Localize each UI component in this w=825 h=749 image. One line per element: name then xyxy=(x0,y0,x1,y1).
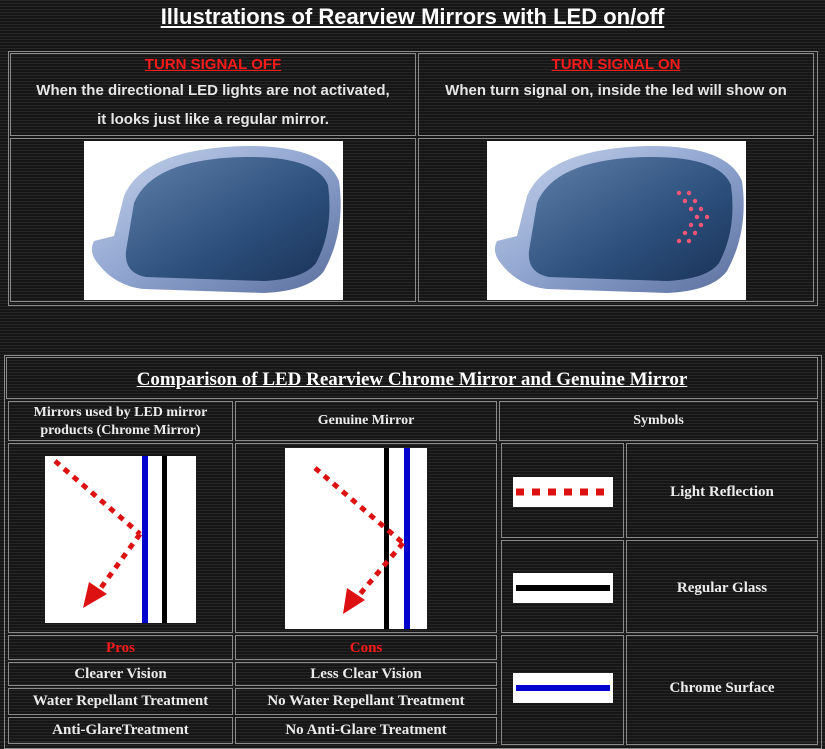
pros-header: Pros xyxy=(106,640,135,656)
symbol-light-label-cell: Light Reflection xyxy=(626,443,818,538)
pros-item: Clearer Vision xyxy=(74,666,167,682)
cons-row-2: No Water Repellant Treatment xyxy=(235,688,497,715)
led-arrow-icon xyxy=(676,190,710,244)
mirror-on-image xyxy=(487,141,746,300)
chrome-mirror-diagram xyxy=(45,456,196,623)
col-symbols-header: Symbols xyxy=(499,401,818,441)
symbol-glass-label-cell: Regular Glass xyxy=(626,540,818,633)
pros-header-cell: Pros xyxy=(8,635,233,660)
cons-header-cell: Cons xyxy=(235,635,497,660)
pros-row-1: Clearer Vision xyxy=(8,662,233,686)
pros-row-3: Anti-GlareTreatment xyxy=(8,717,233,744)
cons-row-1: Less Clear Vision xyxy=(235,662,497,686)
top-table xyxy=(8,51,818,306)
col-genuine-header: Genuine Mirror xyxy=(235,401,497,441)
regular-glass-label: Regular Glass xyxy=(676,580,768,596)
chrome-mirror-header: Mirrors used by LED mirror products (Chr… xyxy=(33,405,208,438)
pros-item: Anti-GlareTreatment xyxy=(52,722,189,738)
symbol-chrome-label-cell: Chrome Surface xyxy=(626,635,818,745)
turn-signal-off-label: TURN SIGNAL OFF xyxy=(144,56,282,73)
comparison-title: Comparison of LED Rearview Chrome Mirror… xyxy=(136,369,688,390)
chrome-surface-symbol xyxy=(513,673,613,703)
pros-item: Water Repellant Treatment xyxy=(32,693,209,709)
on-description-line1: When turn signal on, inside the led will… xyxy=(445,82,787,99)
cons-header: Cons xyxy=(349,640,383,656)
off-image-cell xyxy=(10,138,416,302)
off-description-line2: it looks just like a regular mirror. xyxy=(97,111,329,128)
symbol-glass-cell xyxy=(501,540,624,633)
page-title: Illustrations of Rearview Mirrors with L… xyxy=(160,4,665,29)
symbols-header: Symbols xyxy=(633,413,684,428)
cons-item: No Water Repellant Treatment xyxy=(267,693,465,709)
turn-signal-on-label: TURN SIGNAL ON xyxy=(551,56,681,73)
cons-row-3: No Anti-Glare Treatment xyxy=(235,717,497,744)
on-header-cell: TURN SIGNAL ON When turn signal on, insi… xyxy=(418,53,814,136)
genuine-mirror-diagram xyxy=(285,448,427,629)
comparison-title-cell: Comparison of LED Rearview Chrome Mirror… xyxy=(6,357,818,399)
col-chrome-header: Mirrors used by LED mirror products (Chr… xyxy=(8,401,233,441)
regular-glass-symbol xyxy=(513,573,613,603)
on-image-cell xyxy=(418,138,814,302)
mirror-off-image xyxy=(84,141,343,300)
genuine-mirror-header: Genuine Mirror xyxy=(317,413,415,428)
pros-row-2: Water Repellant Treatment xyxy=(8,688,233,715)
light-reflection-label: Light Reflection xyxy=(670,484,774,500)
off-description-line1: When the directional LED lights are not … xyxy=(36,82,390,99)
cons-item: Less Clear Vision xyxy=(310,666,422,682)
cons-item: No Anti-Glare Treatment xyxy=(285,722,447,738)
chrome-surface-label: Chrome Surface xyxy=(669,680,775,696)
genuine-diagram-cell xyxy=(235,443,497,633)
symbol-light-cell xyxy=(501,443,624,538)
off-header-cell: TURN SIGNAL OFF When the directional LED… xyxy=(10,53,416,136)
chrome-diagram-cell xyxy=(8,443,233,633)
light-reflection-symbol xyxy=(513,477,613,507)
